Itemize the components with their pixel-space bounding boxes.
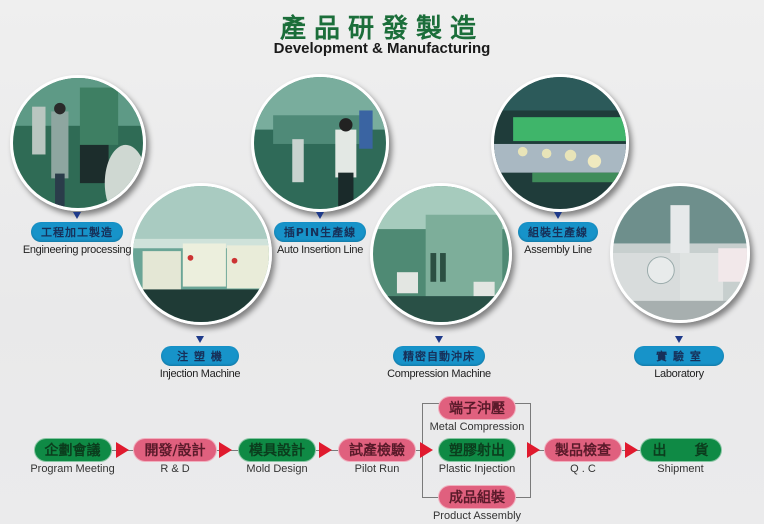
label-en: Auto Insertion Line (276, 244, 364, 256)
arrow-right-icon (420, 442, 433, 458)
label-zh: 組裝生產線 (518, 222, 598, 242)
label-en: Assembly Line (524, 244, 592, 256)
step-en: Pilot Run (354, 463, 400, 475)
photo-insertion (251, 74, 389, 212)
parallel-box-top-right (512, 403, 531, 404)
flow-step-plastic-injection: 塑膠射出 Plastic Injection (422, 438, 532, 475)
photo-laboratory (610, 183, 750, 323)
step-en: Mold Design (246, 463, 308, 475)
label-en: Injection Machine (159, 368, 241, 380)
factory-photo-icon (373, 186, 509, 322)
title-english: Development & Manufacturing (273, 40, 491, 57)
step-en: Plastic Injection (438, 463, 516, 475)
factory-photo-icon (494, 77, 626, 209)
label-zh: 精密自動沖床 (393, 346, 485, 366)
label-zh: 注 塑 機 (161, 346, 239, 366)
arrow-right-icon (219, 442, 232, 458)
step-zh: 試產檢驗 (338, 438, 416, 462)
label-zh: 插PIN生產線 (273, 222, 367, 242)
step-en: Metal Compression (429, 421, 525, 433)
factory-photo-icon (254, 77, 386, 209)
label-en: Laboratory (654, 368, 704, 380)
label-assembly: 組裝生產線 Assembly Line (483, 212, 633, 256)
triangle-down-icon (196, 336, 204, 343)
arrow-right-icon (319, 442, 332, 458)
label-insertion: 插PIN生產線 Auto Insertion Line (245, 212, 395, 256)
flow-step-program-meeting: 企劃會議 Program Meeting (20, 438, 125, 475)
step-en: R & D (160, 463, 190, 475)
label-laboratory: 實 驗 室 Laboratory (604, 336, 754, 380)
triangle-down-icon (675, 336, 683, 343)
step-en: Shipment (657, 463, 704, 475)
triangle-down-icon (435, 336, 443, 343)
parallel-box-top-left (422, 403, 442, 404)
step-zh: 成品組裝 (438, 485, 516, 509)
factory-photo-icon (133, 186, 269, 322)
lab-photo-icon (613, 186, 747, 320)
step-zh: 模具設計 (238, 438, 316, 462)
flow-step-mold-design: 模具設計 Mold Design (232, 438, 322, 475)
photo-engineering (10, 75, 146, 211)
parallel-box-bottom-right (512, 497, 531, 498)
label-en: Compression Machine (387, 368, 491, 380)
title-chinese: 產品研發製造 (279, 14, 484, 44)
arrow-right-icon (116, 442, 129, 458)
step-en: Product Assembly (432, 510, 522, 522)
flow-step-metal-compression: 端子沖壓 Metal Compression (422, 396, 532, 433)
flow-step-qc: 製品檢查 Q . C (538, 438, 628, 475)
label-zh: 實 驗 室 (634, 346, 724, 366)
step-zh: 開發/設計 (133, 438, 217, 462)
label-engineering: 工程加工製造 Engineering processing (2, 212, 152, 256)
label-en: Engineering processing (22, 244, 132, 256)
photo-injection (130, 183, 272, 325)
flow-step-product-assembly: 成品組裝 Product Assembly (422, 485, 532, 522)
step-zh: 塑膠射出 (438, 438, 516, 462)
triangle-down-icon (554, 212, 562, 219)
parallel-box-bottom-left (422, 497, 442, 498)
arrow-right-icon (625, 442, 638, 458)
flow-step-shipment: 出 貨 Shipment (638, 438, 723, 475)
arrow-right-icon (527, 442, 540, 458)
photo-assembly (491, 74, 629, 212)
label-compression: 精密自動沖床 Compression Machine (364, 336, 514, 380)
triangle-down-icon (316, 212, 324, 219)
flow-step-rd: 開發/設計 R & D (130, 438, 220, 475)
step-zh: 出 貨 (639, 438, 722, 462)
step-zh: 製品檢查 (544, 438, 622, 462)
step-zh: 端子沖壓 (438, 396, 516, 420)
triangle-down-icon (73, 212, 81, 219)
label-zh: 工程加工製造 (31, 222, 123, 242)
label-injection: 注 塑 機 Injection Machine (125, 336, 275, 380)
factory-photo-icon (13, 78, 143, 208)
step-en: Q . C (570, 463, 596, 475)
step-en: Program Meeting (30, 463, 115, 475)
photo-compression (370, 183, 512, 325)
flow-step-pilot-run: 試產檢驗 Pilot Run (332, 438, 422, 475)
step-zh: 企劃會議 (33, 438, 112, 462)
